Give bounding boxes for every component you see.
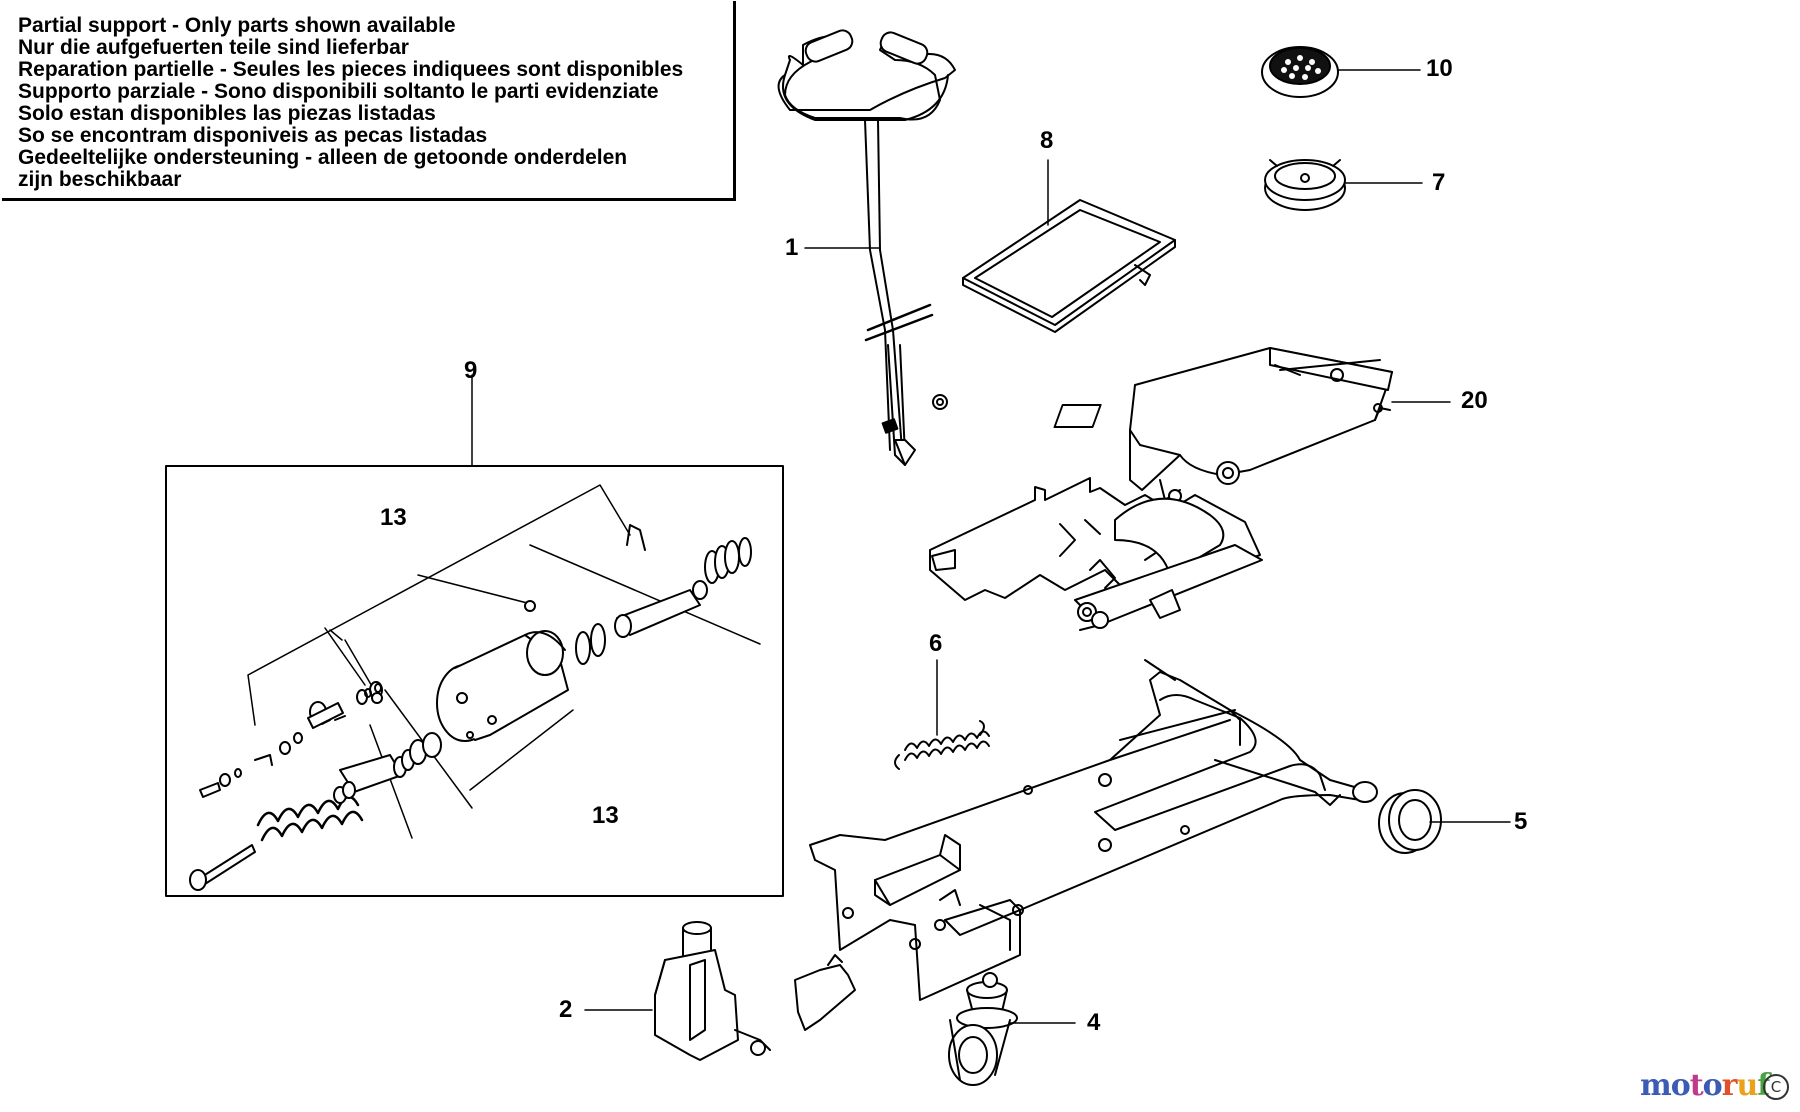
callout-4: 4 (1087, 1009, 1101, 1036)
brand-watermark: motoruf (1640, 1068, 1770, 1103)
brand-letter: u (1736, 1068, 1758, 1103)
pump-kit-inset-part-9 (165, 374, 784, 897)
callout-20: 20 (1461, 387, 1488, 414)
brand-letter: m (1640, 1068, 1672, 1103)
brand-letter: o (1702, 1068, 1723, 1103)
bracket-part (794, 954, 856, 1031)
notice-line-fr: Reparation partielle - Seules les pieces… (18, 58, 684, 81)
pump-body-part-2 (584, 921, 771, 1061)
callout-13-bottom: 13 (592, 802, 619, 829)
tray-part-8 (962, 159, 1176, 333)
brand-letter: t (1689, 1068, 1704, 1103)
callout-7: 7 (1432, 169, 1446, 196)
notice-line-nl-cont: zijn beschikbaar (18, 168, 182, 191)
chassis-frame (809, 659, 1378, 1001)
callout-9: 9 (464, 357, 478, 384)
spring-part-6 (894, 659, 990, 770)
brand-letter: o (1670, 1068, 1691, 1103)
notice-line-en: Partial support - Only parts shown avail… (18, 14, 456, 37)
callout-1: 1 (785, 234, 799, 261)
notice-line-es: Solo estan disponibles las piezas listad… (18, 102, 436, 125)
lift-arm-part-20 (929, 347, 1451, 631)
availability-notice-box: Partial support - Only parts shown avail… (2, 1, 736, 201)
roller-part-5 (1378, 789, 1511, 854)
brand-logo-text: motoruf (1640, 1068, 1770, 1103)
notice-line-nl: Gedeeltelijke ondersteuning - alleen de … (18, 146, 628, 169)
callout-8: 8 (1040, 127, 1054, 154)
notice-line-pt: So se encontram disponiveis as pecas lis… (18, 124, 488, 147)
brand-letter: r (1721, 1068, 1738, 1103)
callout-6: 6 (929, 630, 943, 657)
notice-line-de: Nur die aufgefuerten teile sind lieferba… (18, 36, 409, 59)
cap-part-7 (1264, 159, 1423, 211)
callout-2: 2 (559, 996, 573, 1023)
caster-part-4 (948, 972, 1076, 1086)
callout-5: 5 (1514, 808, 1528, 835)
callout-10: 10 (1426, 55, 1453, 82)
callout-13-top: 13 (380, 504, 407, 531)
disc-part-10 (1261, 46, 1421, 98)
handle-part-1 (777, 29, 956, 466)
copyright-mark: C (1763, 1074, 1789, 1100)
notice-line-it: Supporto parziale - Sono disponibili sol… (18, 80, 659, 103)
